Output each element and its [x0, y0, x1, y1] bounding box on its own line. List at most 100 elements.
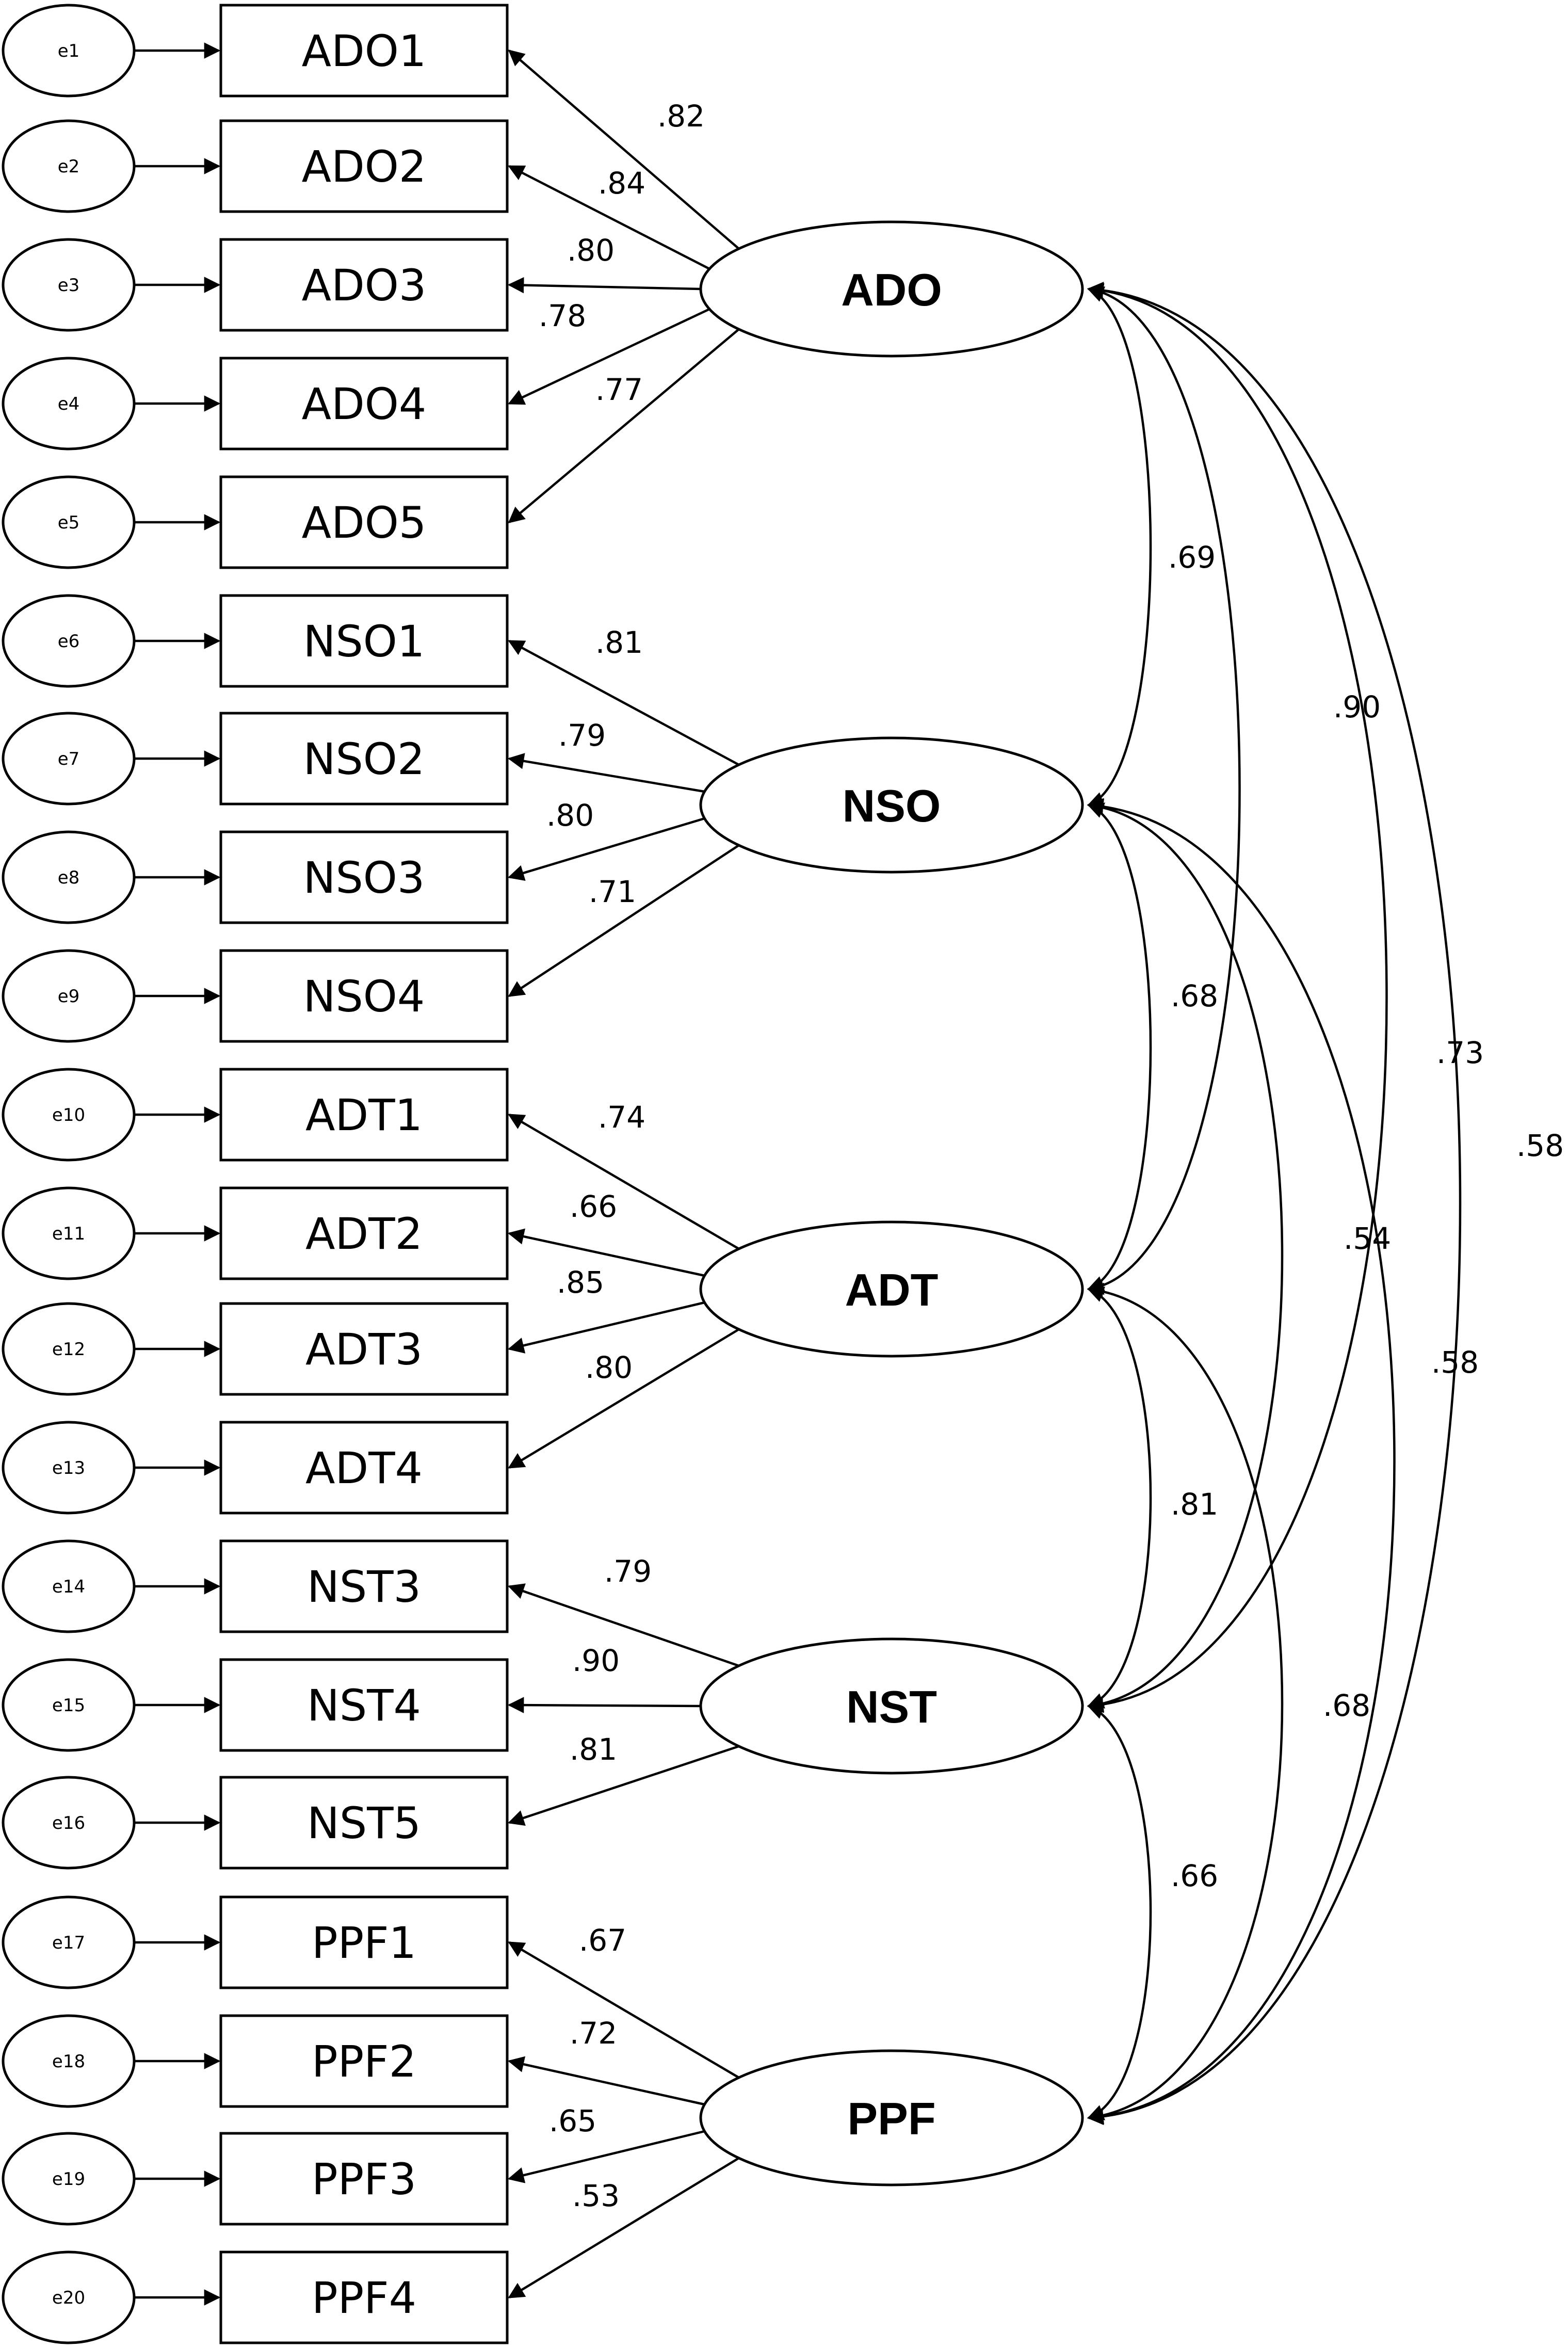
loading-value: .77: [595, 372, 643, 407]
indicator-box: [219, 2132, 509, 2226]
loading-arrows: [507, 49, 740, 2298]
covariance-curves: [1087, 282, 1462, 2125]
covariance-curve: [1087, 1703, 1152, 2120]
indicator-nst4: NST4: [219, 1658, 509, 1752]
error-term: e14: [2, 1539, 136, 1633]
loading-value: .82: [657, 99, 705, 134]
latent-nst: NST: [699, 1637, 1084, 1775]
loading-arrow: [507, 2130, 705, 2183]
covariance-value: .73: [1436, 1035, 1484, 1070]
loading-value: .65: [549, 2103, 596, 2138]
latent-label: ADO: [841, 264, 942, 315]
indicator-nso2: NSO2: [219, 712, 509, 806]
error-term: e6: [2, 594, 136, 688]
loading-arrow: [507, 1228, 705, 1277]
error-term: e18: [2, 2014, 136, 2108]
error-terms: e1e2e3e4e5e6e7e8e9e10e11e12e13e14e15e16e…: [2, 4, 221, 2344]
error-term: e13: [2, 1421, 136, 1515]
loading-arrow: [508, 1114, 740, 1250]
indicator-label: ADO4: [302, 379, 427, 429]
error-label: e14: [52, 1577, 85, 1597]
loading-arrow: [508, 1583, 739, 1667]
error-label: e7: [58, 749, 80, 769]
error-label: e8: [58, 867, 80, 888]
latent-ado: ADO: [699, 220, 1084, 358]
indicator-label: ADT2: [305, 1209, 423, 1259]
error-term: e5: [2, 475, 136, 569]
covariance-curve: [1087, 286, 1152, 808]
error-label: e12: [52, 1339, 85, 1360]
loading-value: .53: [572, 2178, 620, 2213]
error-term: e1: [2, 4, 136, 98]
indicator-ado5: ADO5: [219, 475, 509, 569]
error-term: e3: [2, 238, 136, 332]
latent-label: PPF: [847, 2093, 935, 2144]
loading-value: .81: [570, 1732, 617, 1767]
covariance-curve: [1087, 1282, 1284, 2125]
covariance-curve: [1087, 802, 1152, 1292]
error-label: e2: [58, 156, 80, 177]
indicator-ado3: ADO3: [219, 238, 509, 332]
loading-value: .71: [589, 874, 636, 909]
error-label: e15: [52, 1695, 85, 1716]
error-label: e10: [52, 1105, 85, 1125]
error-label: e17: [52, 1933, 85, 1953]
indicator-box: [219, 1068, 509, 1162]
indicator-adt1: ADT1: [219, 1068, 509, 1162]
error-label: e20: [52, 2288, 85, 2308]
loading-arrow: [507, 753, 705, 793]
indicator-box: [219, 238, 509, 332]
error-term: e12: [2, 1302, 136, 1396]
loading-value: .79: [604, 1554, 652, 1589]
coefficient-labels: .82.84.80.78.77.81.79.80.71.74.66.85.80.…: [539, 99, 1564, 2213]
indicator-label: PPF3: [312, 2154, 416, 2205]
indicator-ppf1: PPF1: [219, 1895, 509, 1989]
indicator-box: [219, 830, 509, 924]
loading-value: .78: [539, 298, 586, 333]
indicator-box: [219, 949, 509, 1043]
loading-arrow: [507, 1697, 701, 1713]
error-label: e4: [58, 394, 80, 414]
loading-arrow: [507, 1301, 705, 1354]
indicator-nso1: NSO1: [219, 594, 509, 688]
error-label: e5: [58, 512, 80, 533]
covariance-value: .58: [1431, 1345, 1479, 1380]
loading-arrow: [508, 165, 710, 270]
error-label: e9: [58, 986, 80, 1007]
indicator-box: [219, 1421, 509, 1515]
error-label: e6: [58, 631, 80, 652]
indicator-label: NST4: [307, 1680, 421, 1731]
loading-arrow: [508, 308, 710, 405]
indicator-label: ADO2: [302, 141, 427, 192]
loading-value: .90: [572, 1643, 620, 1678]
latent-ellipse: [699, 1637, 1084, 1775]
indicator-ado2: ADO2: [219, 119, 509, 213]
indicator-nst5: NST5: [219, 1776, 509, 1870]
loading-value: .72: [570, 2016, 617, 2051]
error-term: e11: [2, 1186, 136, 1280]
latent-label: NSO: [843, 780, 941, 831]
covariance-value: .81: [1171, 1487, 1218, 1522]
indicator-ppf3: PPF3: [219, 2132, 509, 2226]
latent-ellipse: [699, 220, 1084, 358]
error-term: e17: [2, 1895, 136, 1989]
covariance-value: .69: [1168, 540, 1216, 575]
indicator-box: [219, 2014, 509, 2108]
error-label: e11: [52, 1224, 85, 1244]
error-term: e15: [2, 1658, 136, 1752]
error-term: e9: [2, 949, 136, 1043]
loading-arrow: [508, 1745, 739, 1826]
loading-value: .80: [546, 798, 594, 833]
indicator-label: ADT3: [305, 1324, 423, 1375]
covariance-curve: [1087, 798, 1284, 1713]
error-term: e2: [2, 119, 136, 213]
indicator-box: [219, 1302, 509, 1396]
error-term: e4: [2, 357, 136, 451]
loading-arrow: [507, 277, 701, 294]
indicator-box: [219, 1186, 509, 1280]
error-label: e19: [52, 2169, 85, 2190]
indicator-label: PPF4: [312, 2273, 416, 2323]
loading-arrow: [508, 640, 740, 766]
indicator-box: [219, 1539, 509, 1633]
